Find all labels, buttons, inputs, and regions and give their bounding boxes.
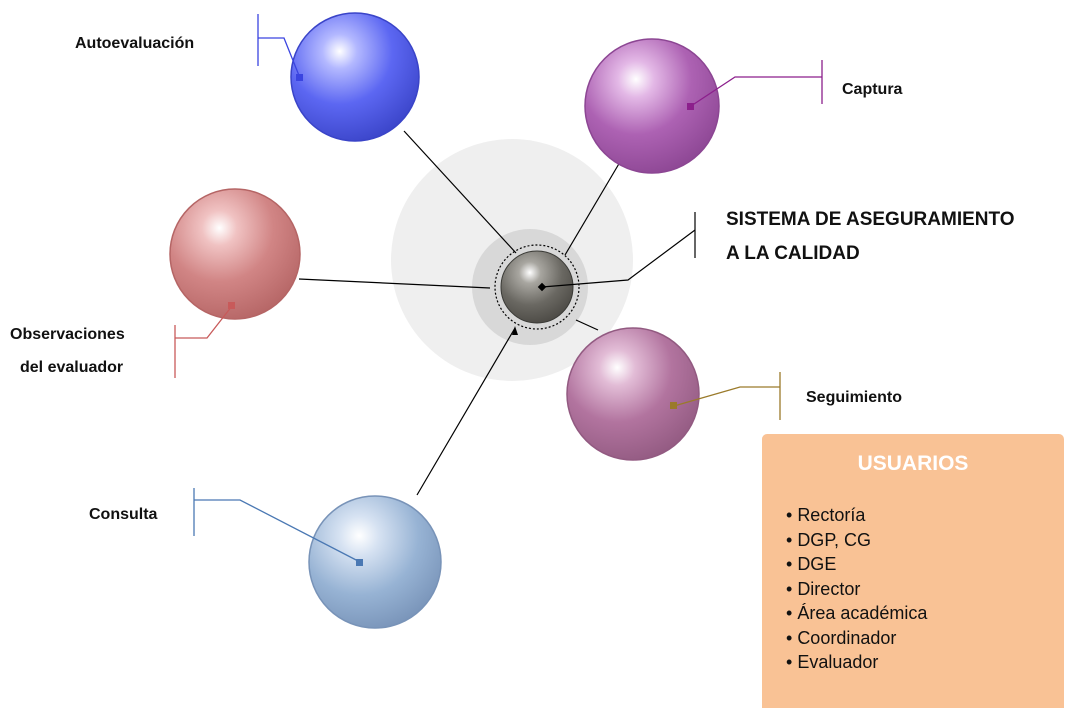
- callout-dot-consulta: [356, 559, 363, 566]
- list-item: DGE: [786, 552, 927, 577]
- list-item: Rectoría: [786, 503, 927, 528]
- callout-dot-observaciones: [228, 302, 235, 309]
- sphere-consulta: [308, 495, 442, 629]
- center-callout-dot: [537, 282, 547, 292]
- center-core-ring: [494, 244, 580, 330]
- label-observaciones-line2: del evaluador: [20, 359, 124, 376]
- sphere-captura: [584, 38, 720, 174]
- list-item: Evaluador: [786, 650, 927, 675]
- callout-line-consulta: [194, 499, 361, 563]
- label-consulta: Consulta: [89, 506, 158, 523]
- callout-line-autoevaluacion: [258, 37, 301, 79]
- center-core-sphere: [500, 250, 574, 324]
- callout-dot-seguimiento: [670, 402, 677, 409]
- list-item: Director: [786, 577, 927, 602]
- callout-line-seguimiento: [673, 386, 780, 407]
- sphere-seguimiento: [566, 327, 700, 461]
- callout-dot-autoevaluacion: [296, 74, 303, 81]
- list-item: Área académica: [786, 601, 927, 626]
- callout-dot-captura: [687, 103, 694, 110]
- connector-captura: [564, 161, 621, 256]
- users-list: Rectoría DGP, CG DGE Director Área acadé…: [786, 503, 927, 675]
- sphere-autoevaluacion: [290, 12, 420, 142]
- center-title-line1: SISTEMA DE ASEGURAMIENTO: [726, 209, 1015, 230]
- connector-seguimiento: [575, 319, 599, 331]
- label-seguimiento: Seguimiento: [806, 389, 903, 406]
- connector-observaciones: [298, 278, 491, 289]
- sphere-observaciones: [169, 188, 301, 320]
- list-item: Coordinador: [786, 626, 927, 651]
- callout-line-captura: [690, 76, 822, 107]
- center-callout-line: [541, 229, 696, 288]
- label-observaciones-line1: Observaciones: [10, 326, 125, 343]
- label-autoevaluacion: Autoevaluación: [75, 35, 195, 52]
- list-item: DGP, CG: [786, 528, 927, 553]
- users-title: USUARIOS: [857, 452, 969, 475]
- label-captura: Captura: [842, 81, 903, 98]
- callout-line-observaciones: [175, 305, 233, 339]
- connector-consulta-arrowhead: [512, 326, 518, 335]
- connector-consulta: [416, 327, 516, 496]
- center-title-line2: A LA CALIDAD: [726, 243, 860, 264]
- connector-autoevaluacion: [403, 130, 517, 254]
- users-panel: USUARIOS Rectoría DGP, CG DGE Director Á…: [762, 434, 1064, 708]
